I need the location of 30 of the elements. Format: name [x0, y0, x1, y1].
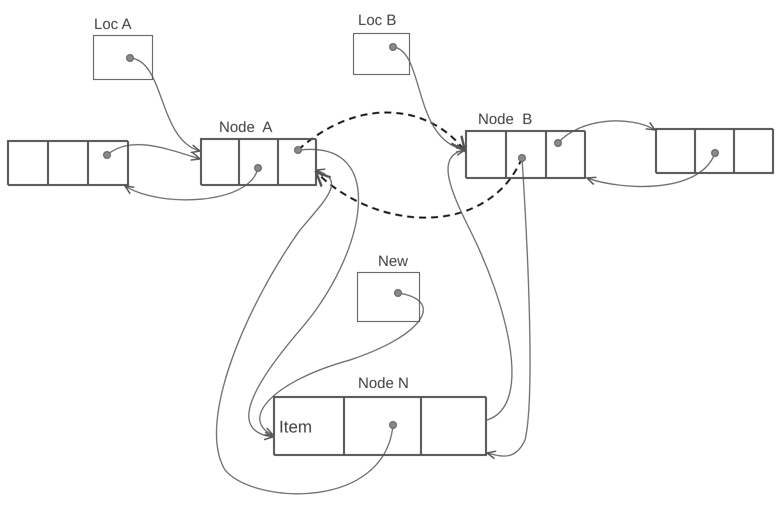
record-cell [506, 131, 546, 179]
pointer-arrow [216, 169, 394, 494]
record-cell [734, 129, 774, 174]
pointer-arrow [558, 120, 656, 144]
record-cell [8, 141, 48, 186]
node-title: Node N [358, 374, 409, 394]
field-label: Item [279, 416, 312, 438]
pointer-arrow [248, 149, 359, 440]
record-cell [344, 397, 421, 456]
pointer-arrow [259, 292, 424, 436]
record-cell [239, 139, 278, 186]
node-title: Loc B [358, 11, 396, 31]
record-cell [88, 141, 129, 186]
record-cell [278, 139, 317, 186]
record-cell [546, 131, 586, 179]
record-cell [421, 397, 487, 456]
node-title: New [378, 252, 408, 272]
record-cell [201, 139, 239, 186]
record-cell [48, 141, 88, 186]
record-cell [656, 129, 695, 174]
node-title: Loc A [94, 15, 132, 35]
record-box [655, 128, 773, 173]
record-cell [695, 129, 734, 174]
pointer-arrow [448, 148, 512, 421]
record-cell [274, 397, 344, 456]
node-title: Node A [219, 118, 272, 138]
node-title: Node B [478, 110, 532, 130]
record-box [7, 140, 128, 185]
pointer-arrow [297, 112, 466, 152]
record-cell [466, 131, 506, 179]
